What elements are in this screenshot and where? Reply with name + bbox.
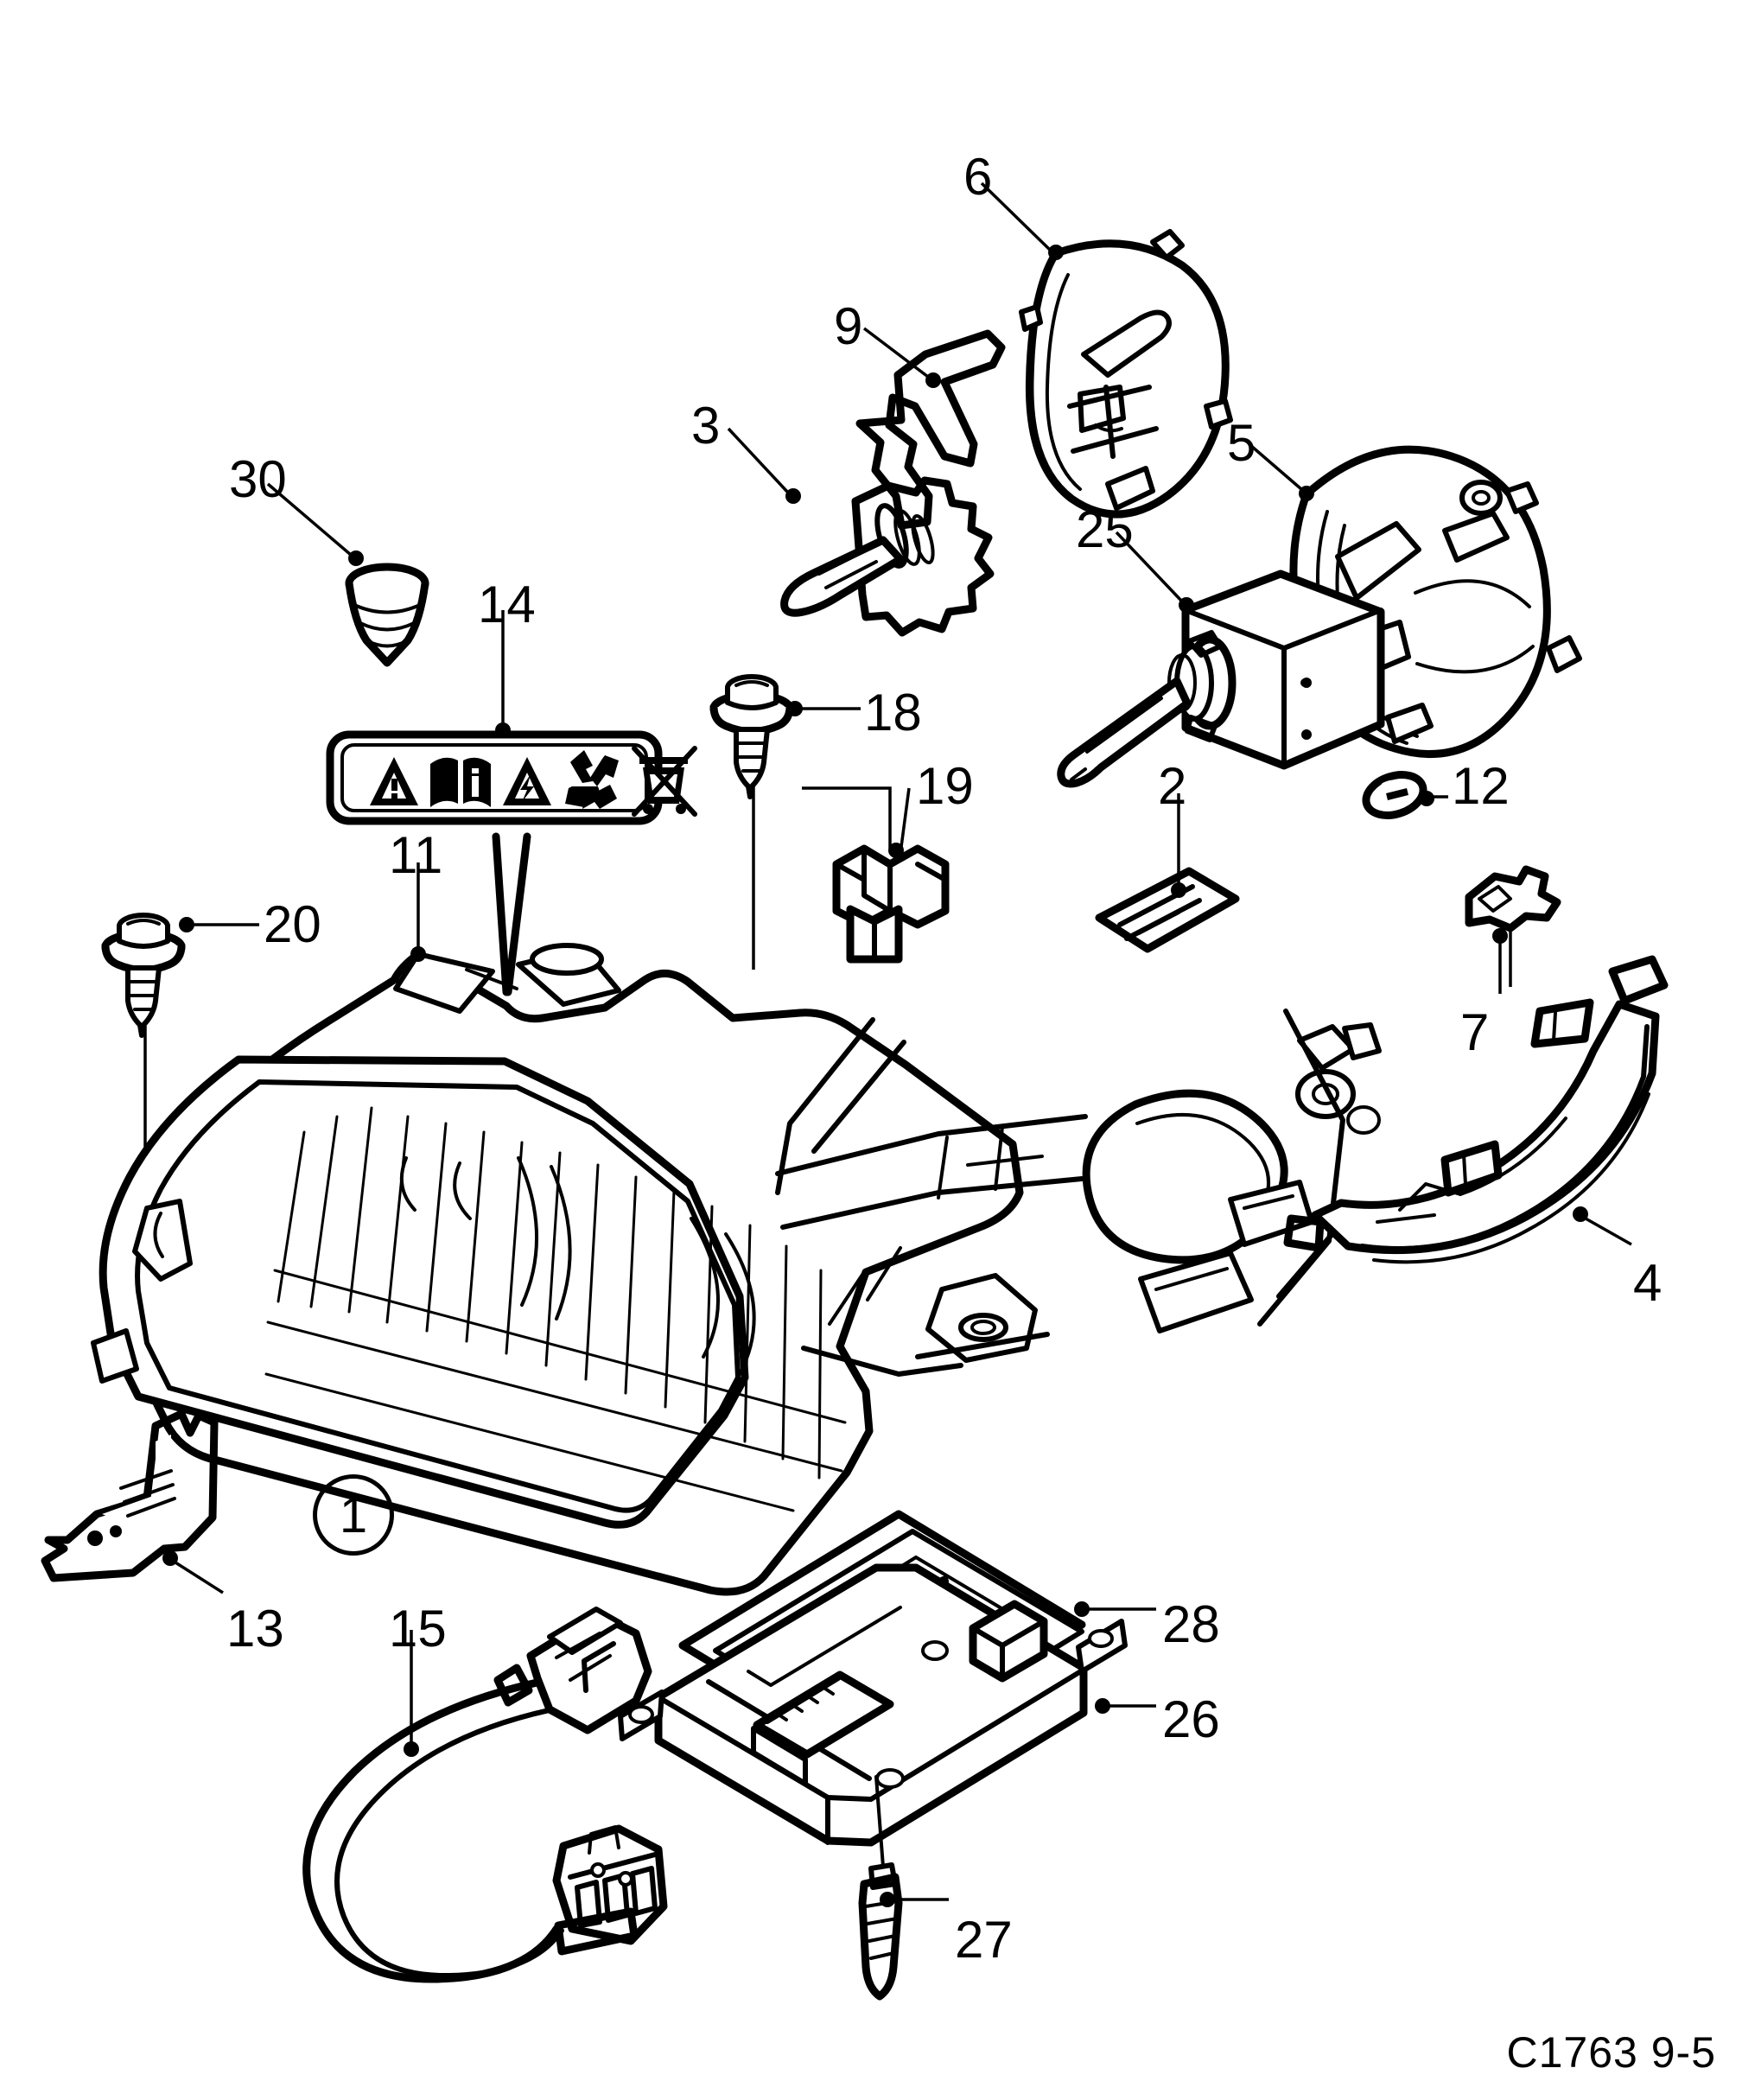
part-20-mounting-screw — [101, 913, 186, 1270]
callout-6[interactable]: 6 — [963, 148, 993, 206]
high-voltage-triangle-icon — [503, 757, 551, 805]
part-13-mounting-bracket — [41, 1410, 219, 1582]
callout-5[interactable]: 5 — [1227, 414, 1256, 472]
leader-lines — [162, 181, 1632, 1907]
part-15-cable-harness — [302, 1607, 668, 1983]
assembly-callout-1[interactable]: 1 — [313, 1474, 394, 1556]
part-11-headlamp-lens-unit — [91, 943, 1382, 1596]
callout-20[interactable]: 20 — [264, 895, 321, 953]
part-14-warning-label — [326, 730, 697, 996]
part-2-bulb-holder-connector — [1095, 867, 1240, 953]
callout-11[interactable]: 11 — [389, 826, 443, 884]
part-7-trim-clip — [1465, 865, 1561, 987]
part-6-rear-cover-inner — [1019, 229, 1233, 519]
callout-18[interactable]: 18 — [864, 684, 922, 741]
callout-14[interactable]: 14 — [478, 576, 536, 633]
callout-30[interactable]: 30 — [229, 450, 287, 508]
drawing-code: C1763 9-5 — [1506, 2028, 1716, 2077]
crossed-out-wheelie-bin-icon — [632, 746, 697, 817]
warning-triangle-icon — [370, 757, 418, 805]
part-12-spring-nut — [1362, 771, 1427, 819]
part-26-ballast-control-unit — [618, 1563, 1128, 1847]
part-3-halogen-bulb — [780, 476, 995, 637]
read-manual-book-icon — [430, 757, 491, 807]
part-25-xenon-bulb — [1057, 570, 1385, 788]
callout-19[interactable]: 19 — [916, 757, 974, 815]
callout-28[interactable]: 28 — [1162, 1595, 1220, 1653]
callout-2[interactable]: 2 — [1158, 757, 1187, 815]
part-18-mounting-screw — [709, 674, 794, 970]
part-30-rubber-plug — [345, 563, 429, 667]
recycling-icon — [565, 750, 619, 809]
callout-7[interactable]: 7 — [1460, 1003, 1490, 1061]
callout-12[interactable]: 12 — [1452, 757, 1510, 815]
part-19-rubber-bushing — [802, 786, 950, 964]
callout-13[interactable]: 13 — [226, 1600, 284, 1658]
callout-9[interactable]: 9 — [834, 297, 863, 355]
callout-3[interactable]: 3 — [691, 397, 721, 455]
part-9-retaining-spring — [855, 329, 1006, 530]
callout-26[interactable]: 26 — [1162, 1690, 1220, 1748]
callout-4[interactable]: 4 — [1633, 1254, 1663, 1312]
callout-25[interactable]: 25 — [1076, 500, 1134, 558]
part-4-trim-moulding — [1283, 955, 1669, 1264]
callout-27[interactable]: 27 — [955, 1911, 1013, 1969]
callout-15[interactable]: 15 — [389, 1600, 447, 1658]
